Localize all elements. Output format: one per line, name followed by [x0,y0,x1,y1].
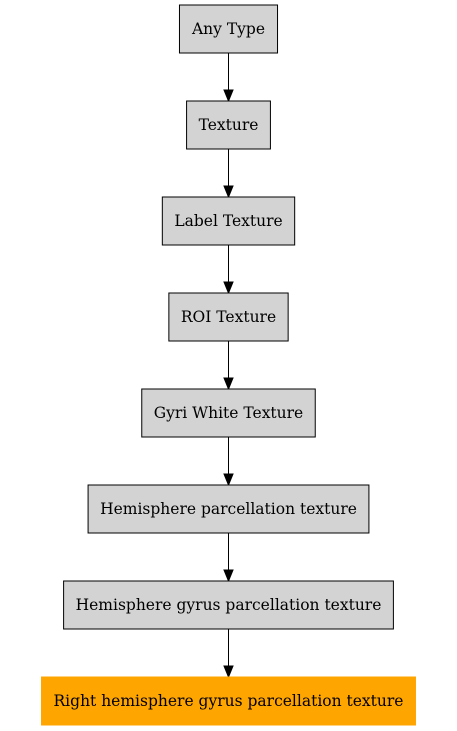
arrowhead-icon [223,185,234,199]
edge-gyri-white-texture-to-hemisphere-parcellation-texture [223,437,234,487]
arrowhead-icon [223,377,234,391]
node-texture: Texture [186,100,271,150]
node-label-gyri-white-texture: Gyri White Texture [154,404,303,422]
edge-hemisphere-gyrus-parcellation-texture-to-right-hemisphere-gyrus-parcellation-texture [223,629,234,679]
edge-any-type-to-texture [223,53,234,103]
arrowhead-icon [223,569,234,583]
node-label-label-texture: Label Texture [174,212,282,230]
node-label-texture: Texture [199,116,259,134]
edge-texture-to-label-texture [223,149,234,199]
node-box-label-texture [161,196,296,246]
edge-roi-texture-to-gyri-white-texture [223,341,234,391]
node-gyri-white-texture: Gyri White Texture [141,388,316,438]
node-label-roi-texture: ROI Texture [181,308,276,326]
edges-layer [223,53,234,679]
node-box-hemisphere-gyrus-parcellation-texture [63,580,394,630]
node-label-right-hemisphere-gyrus-parcellation-texture: Right hemisphere gyrus parcellation text… [54,692,404,710]
node-any-type: Any Type [178,4,279,54]
node-label-hemisphere-parcellation-texture: Hemisphere parcellation texture [100,500,357,518]
node-box-gyri-white-texture [141,388,316,438]
node-label-texture: Label Texture [161,196,296,246]
node-roi-texture: ROI Texture [168,292,289,342]
node-label-any-type: Any Type [191,20,265,38]
node-box-texture [186,100,271,150]
node-hemisphere-parcellation-texture: Hemisphere parcellation texture [87,484,370,534]
node-box-any-type [178,4,279,54]
node-box-roi-texture [168,292,289,342]
edge-label-texture-to-roi-texture [223,245,234,295]
arrowhead-icon [223,473,234,487]
arrowhead-icon [223,89,234,103]
edge-hemisphere-parcellation-texture-to-hemisphere-gyrus-parcellation-texture [223,533,234,583]
node-hemisphere-gyrus-parcellation-texture: Hemisphere gyrus parcellation texture [63,580,394,630]
node-right-hemisphere-gyrus-parcellation-texture: Right hemisphere gyrus parcellation text… [41,676,416,726]
arrowhead-icon [223,665,234,679]
arrowhead-icon [223,281,234,295]
node-box-right-hemisphere-gyrus-parcellation-texture [41,676,416,726]
node-label-hemisphere-gyrus-parcellation-texture: Hemisphere gyrus parcellation texture [76,596,382,614]
node-box-hemisphere-parcellation-texture [87,484,370,534]
